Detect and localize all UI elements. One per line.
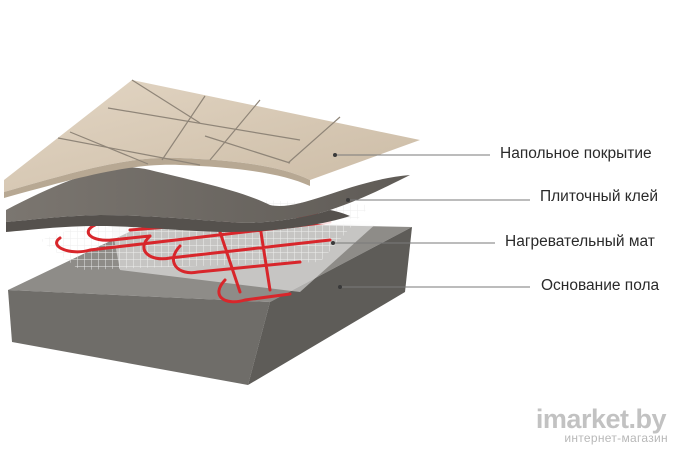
floor-covering-layer xyxy=(4,79,420,198)
leader-lines xyxy=(333,154,530,288)
leader-dots xyxy=(331,153,350,289)
concrete-front-face xyxy=(8,290,270,385)
mesh-white-strip xyxy=(110,218,378,292)
adhesive-surface xyxy=(6,167,410,223)
leader-dot-mat xyxy=(331,241,335,245)
tile-edge xyxy=(4,157,310,198)
tile-adhesive-layer xyxy=(6,167,410,232)
watermark-brand: imarket.by xyxy=(535,404,667,434)
watermark-subtitle: интернет-магазин xyxy=(564,431,668,445)
tile-adhesive-label: Плиточный клей xyxy=(540,188,659,205)
tile-grout-lines xyxy=(57,79,341,166)
leader-dot-floor xyxy=(333,153,337,157)
floor-covering-label: Напольное покрытие xyxy=(500,145,652,162)
adhesive-underside xyxy=(6,210,350,232)
concrete-right-face xyxy=(248,227,412,385)
heating-mat-label: Нагревательный мат xyxy=(505,233,655,250)
leader-dot-base xyxy=(338,285,342,289)
leader-dot-glue xyxy=(346,198,350,202)
floor-base-label: Основание пола xyxy=(541,277,660,294)
